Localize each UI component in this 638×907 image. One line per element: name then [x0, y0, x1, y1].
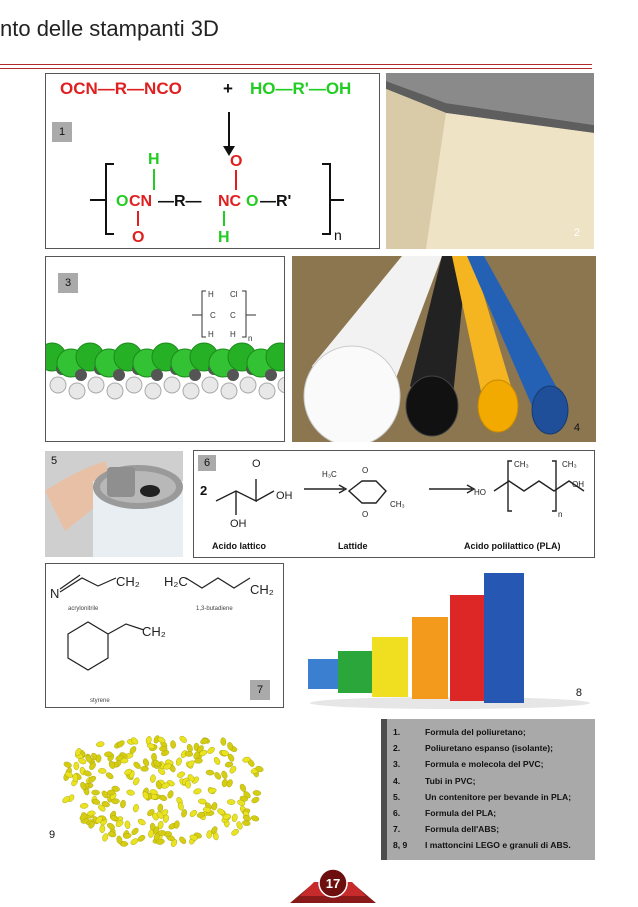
label-styrene: styrene: [90, 698, 110, 704]
figure-number-3: 3: [58, 273, 78, 293]
abs-granules-photo: 9: [45, 719, 283, 861]
svg-text:HO: HO: [474, 488, 486, 497]
svg-text:CH₂: CH₂: [116, 574, 140, 589]
svg-text:H: H: [218, 229, 230, 246]
svg-text:O: O: [246, 193, 258, 210]
svg-text:CH₃: CH₃: [562, 460, 577, 469]
figure-number-9: 9: [49, 829, 56, 841]
svg-text:O: O: [362, 510, 368, 519]
repeat-unit-n: n: [334, 227, 342, 243]
svg-text:O: O: [230, 153, 242, 170]
svg-text:CH₃: CH₃: [390, 500, 405, 509]
pvc-pipes-photo: 4: [292, 256, 596, 442]
header-rule: [0, 64, 592, 65]
svg-text:CN: CN: [129, 193, 152, 210]
figure-number-1: 1: [52, 122, 72, 142]
svg-text:—R': —R': [260, 193, 291, 210]
legend-item: 2.Poliuretano espanso (isolante);: [393, 743, 553, 754]
figure-number-8: 8: [575, 687, 582, 699]
svg-text:H: H: [230, 330, 236, 339]
abs-formula-panel: N CH₂ acrylonitrile H₂C CH₂ 1,3-butadien…: [45, 563, 284, 708]
pla-formula: 2 O OH OH H₃C O O CH₃ HO CH₃ CH₃ OH n Ac…: [200, 458, 585, 551]
page-header-title: nto delle stampanti 3D: [0, 16, 219, 41]
svg-text:OH: OH: [230, 518, 247, 530]
figure-number-5: 5: [51, 455, 58, 467]
figure-number-4: 4: [573, 422, 580, 434]
polyurethane-formula: OCN—R—NCO + HO—R'—OH O CN H O —R— NC O —…: [60, 79, 351, 246]
reaction-arrow-head: [223, 146, 235, 156]
left-bracket: [105, 163, 114, 235]
diisocyanate-formula: OCN—R—NCO: [60, 79, 182, 98]
right-bracket: [322, 163, 331, 235]
svg-text:NC: NC: [218, 193, 242, 210]
legend-item: 4.Tubi in PVC;: [393, 775, 476, 786]
pvc-space-filling-model: [46, 342, 284, 400]
svg-text:O: O: [362, 466, 368, 475]
svg-text:C: C: [230, 311, 236, 320]
legend-item: 5.Un contenitore per bevande in PLA;: [393, 791, 572, 802]
svg-text:Cl: Cl: [230, 290, 238, 299]
svg-text:CH₂: CH₂: [250, 582, 274, 597]
svg-text:OH: OH: [572, 480, 584, 489]
abs-monomers: N CH₂ acrylonitrile H₂C CH₂ 1,3-butadien…: [50, 574, 274, 704]
legend-item: 7.Formula dell'ABS;: [393, 824, 500, 835]
svg-text:H₂C: H₂C: [164, 574, 188, 589]
svg-text:C: C: [210, 311, 216, 320]
legend-item: 6.Formula del PLA;: [393, 808, 497, 818]
page-number: 17: [326, 876, 340, 891]
svg-text:OH: OH: [276, 490, 293, 502]
lego-bricks-photo: 8: [300, 563, 596, 713]
header-rule: [0, 68, 592, 69]
label-butadiene: 1,3-butadiene: [196, 606, 233, 612]
svg-text:—R—: —R—: [158, 193, 202, 210]
pvc-molecule-panel: H Cl C C H H n 3: [45, 256, 285, 442]
foam-insulation-photo: 2: [386, 73, 594, 249]
svg-text:H₃C: H₃C: [322, 470, 337, 479]
pvc-molecule: H Cl C C H H n: [46, 290, 284, 400]
svg-text:H: H: [208, 290, 214, 299]
pla-formula-panel: 2 O OH OH H₃C O O CH₃ HO CH₃ CH₃ OH n Ac…: [193, 450, 595, 558]
legend-item: 3.Formula e molecola del PVC;: [393, 759, 544, 770]
svg-text:O: O: [116, 193, 128, 210]
page-number-badge: 17: [290, 866, 376, 903]
pla-container-photo: 5: [45, 451, 183, 557]
figure-number-6: 6: [198, 455, 216, 471]
diol-formula: HO—R'—OH: [250, 79, 351, 98]
svg-text:n: n: [248, 334, 252, 343]
label-lactic-acid: Acido lattico: [212, 541, 267, 551]
legend-item: 1.Formula del poliuretano;: [393, 727, 526, 737]
svg-text:CH₂: CH₂: [142, 624, 166, 639]
figure-number-7: 7: [250, 680, 270, 700]
label-lactide: Lattide: [338, 541, 368, 551]
label-pla: Acido polilattico (PLA): [464, 541, 561, 551]
plus-sign: +: [223, 79, 233, 98]
svg-text:N: N: [50, 586, 59, 601]
hydrogen-label: H: [148, 151, 160, 168]
svg-text:n: n: [558, 510, 562, 519]
svg-text:O: O: [252, 458, 261, 470]
label-acrylonitrile: acrylonitrile: [68, 606, 99, 612]
svg-text:H: H: [208, 330, 214, 339]
figure-legend: 1.Formula del poliuretano; 2.Poliuretano …: [381, 719, 595, 860]
figure-number-2: 2: [573, 227, 580, 239]
polyurethane-formula-panel: OCN—R—NCO + HO—R'—OH O CN H O —R— NC O —…: [45, 73, 380, 249]
oxygen-label: O: [132, 229, 144, 246]
svg-text:CH₃: CH₃: [514, 460, 529, 469]
stoichiometric-coefficient: 2: [200, 483, 207, 498]
